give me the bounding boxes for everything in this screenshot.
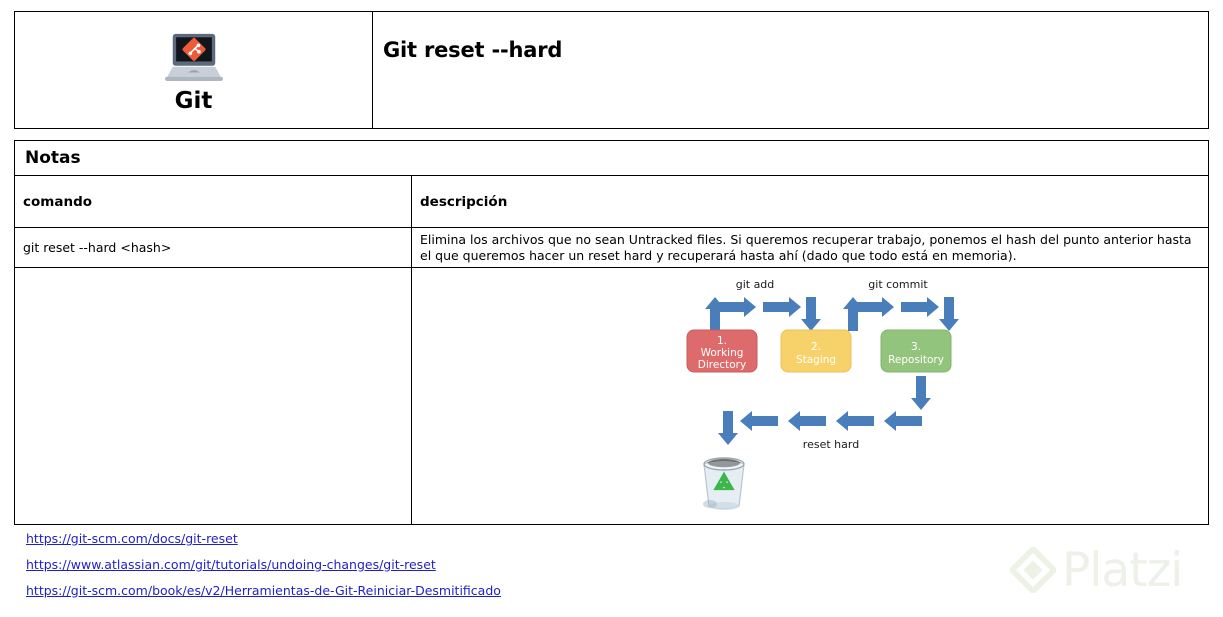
arrow-git-add-2: [763, 297, 801, 317]
arrow-down-from-repository: [911, 376, 931, 410]
label-reset-hard: reset hard: [803, 438, 859, 451]
platzi-wordmark: Platzi: [1062, 542, 1183, 598]
diagram-box-staging: 2. Staging: [780, 329, 852, 373]
git-logo-label: Git: [174, 87, 213, 114]
table-row: git reset --hard <hash> Elimina los arch…: [15, 228, 1208, 268]
box-1-line2: Directory: [698, 359, 746, 371]
label-git-commit: git commit: [868, 278, 928, 291]
diagram-box-working-directory: 1. Working Directory: [686, 329, 758, 373]
cell-diagram: git add git commit: [412, 268, 1208, 524]
arrow-git-commit-1: [856, 297, 894, 317]
platzi-watermark: Platzi: [1010, 540, 1220, 600]
page-title: Git reset --hard: [383, 38, 563, 62]
box-3-number: 3.: [911, 341, 921, 353]
box-3-line1: Repository: [888, 354, 944, 366]
diagram-row: git add git commit: [15, 268, 1208, 524]
cell-command-empty: [15, 268, 412, 524]
arrow-reset-hard-2: [836, 411, 874, 431]
notes-table: Notas comando descripción git reset --ha…: [14, 140, 1209, 525]
arrow-reset-hard-3: [788, 411, 826, 431]
box-2-number: 2.: [811, 341, 821, 353]
git-laptop-logo-icon: [164, 33, 223, 81]
git-workflow-diagram: git add git commit: [670, 268, 1000, 524]
arrow-reset-hard-1: [884, 411, 922, 431]
notes-section-header-row: Notas: [15, 141, 1208, 176]
reference-link-2[interactable]: https://www.atlassian.com/git/tutorials/…: [26, 557, 436, 572]
column-header-command-label: comando: [23, 193, 93, 210]
reference-link-3[interactable]: https://git-scm.com/book/es/v2/Herramien…: [26, 583, 501, 598]
reference-link-1[interactable]: https://git-scm.com/docs/git-reset: [26, 531, 238, 546]
table-header-row: comando descripción: [15, 176, 1208, 228]
cell-description: Elimina los archivos que no sean Untrack…: [412, 228, 1208, 267]
box-1-line1: Working: [701, 347, 744, 359]
arrow-git-commit-2: [901, 297, 939, 317]
arrow-down-staging: [801, 297, 821, 331]
reference-links: https://git-scm.com/docs/git-reset https…: [26, 531, 501, 598]
recycle-bin-icon: [703, 457, 745, 510]
column-header-command: comando: [15, 176, 412, 227]
arrow-git-add-1: [718, 297, 756, 317]
header-title-cell: Git reset --hard: [373, 12, 1208, 128]
box-2-line1: Staging: [796, 354, 836, 366]
box-1-number: 1.: [717, 335, 727, 347]
platzi-diamond-icon: [1010, 547, 1056, 593]
diagram-box-repository: 3. Repository: [880, 329, 952, 373]
column-header-description-label: descripción: [420, 193, 508, 210]
notes-section-title: Notas: [25, 148, 81, 168]
command-text: git reset --hard <hash>: [23, 240, 172, 255]
column-header-description: descripción: [412, 176, 1208, 227]
header-logo-cell: Git: [15, 12, 373, 128]
arrow-down-to-trash: [718, 411, 738, 445]
description-text: Elimina los archivos que no sean Untrack…: [420, 231, 1192, 263]
arrow-reset-hard-4: [740, 411, 778, 431]
header-table: Git Git reset --hard: [14, 11, 1209, 129]
label-git-add: git add: [736, 278, 775, 291]
cell-command: git reset --hard <hash>: [15, 228, 412, 267]
arrow-down-repository: [939, 297, 959, 331]
